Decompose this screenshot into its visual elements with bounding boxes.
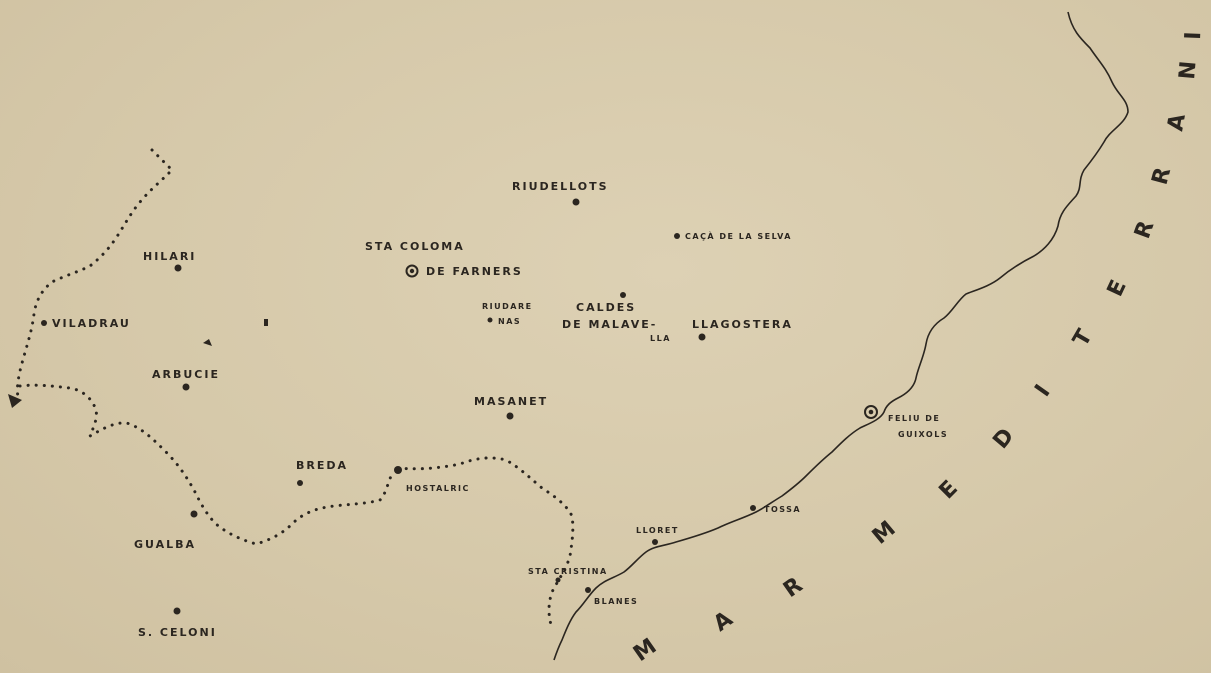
label-sant-feliu-2: GUIXOLS bbox=[898, 430, 948, 439]
label-hostalric: HOSTALRIC bbox=[406, 484, 470, 493]
town-dot-gualba bbox=[190, 510, 198, 518]
label-sta-cristina: STA CRISTINA bbox=[528, 567, 608, 576]
town-dot-viladrau bbox=[41, 320, 47, 326]
town-dot-arbucies bbox=[182, 383, 190, 391]
label-sant-feliu-1: FELIU DE bbox=[888, 414, 940, 423]
label-caldes-3: LLA bbox=[650, 334, 671, 343]
town-dot-hostalric bbox=[394, 466, 402, 474]
sea-letter-4: M bbox=[868, 516, 901, 549]
label-caldes-1: CALDES bbox=[576, 301, 636, 314]
label-sant-hilari: HILARI bbox=[143, 250, 196, 263]
town-dot-tossa bbox=[750, 505, 756, 511]
sea-letter-7: I bbox=[1030, 380, 1055, 401]
town-symbol-sant-feliu bbox=[864, 405, 878, 419]
label-blanes: BLANES bbox=[594, 597, 638, 606]
town-dot-riudarenes bbox=[487, 317, 493, 323]
town-dot-lloret bbox=[652, 539, 658, 545]
sea-letter-1: M bbox=[629, 634, 661, 667]
sea-letter-5: E bbox=[935, 476, 963, 504]
small-mark bbox=[264, 319, 268, 326]
sea-letter-11: R bbox=[1148, 165, 1177, 188]
label-sta-coloma-2: DE FARNERS bbox=[426, 265, 523, 278]
label-caldes-2: DE MALAVE- bbox=[562, 318, 657, 331]
label-sant-celoni: S. CELONI bbox=[138, 626, 217, 639]
town-symbol-sta-coloma bbox=[405, 264, 419, 278]
label-breda: BREDA bbox=[296, 459, 348, 472]
coastline bbox=[553, 11, 1129, 661]
sea-letter-9: E bbox=[1103, 276, 1132, 300]
sea-letter-14: I bbox=[1181, 31, 1206, 40]
sea-letter-13: N bbox=[1175, 60, 1202, 81]
town-dot-caldes bbox=[620, 292, 626, 298]
label-caca-de-la-selva: CAÇÀ DE LA SELVA bbox=[685, 230, 792, 241]
peak-mark-west bbox=[8, 394, 22, 408]
town-dot-sant-feliu bbox=[868, 409, 874, 415]
peak-mark-montseny bbox=[203, 339, 212, 346]
town-dot-sta-coloma bbox=[409, 268, 415, 274]
label-masanet: MASANET bbox=[474, 395, 548, 408]
town-dot-riudellots bbox=[572, 198, 580, 206]
town-dot-sta-cristina bbox=[555, 577, 561, 583]
sea-label: M A R M E D I T E R R A N I bbox=[629, 31, 1206, 667]
town-dot-caca-de-la-selva bbox=[674, 233, 680, 239]
label-arbucies: ARBUCIE bbox=[152, 368, 220, 381]
sea-letter-6: D bbox=[988, 424, 1019, 454]
town-dot-blanes bbox=[585, 587, 591, 593]
sea-letter-2: A bbox=[709, 607, 737, 637]
sea-letter-3: R bbox=[779, 573, 807, 603]
label-gualba: GUALBA bbox=[134, 538, 196, 551]
town-dot-masanet bbox=[506, 412, 514, 420]
label-sta-coloma-1: STA COLOMA bbox=[365, 240, 465, 253]
label-lloret: LLORET bbox=[636, 526, 679, 535]
town-dot-sant-celoni bbox=[173, 607, 181, 615]
boundary-north-west bbox=[16, 148, 175, 400]
label-riudarenes-1: RIUDARE bbox=[482, 302, 533, 311]
sea-letter-12: A bbox=[1163, 112, 1191, 133]
sea-letter-10: R bbox=[1130, 218, 1159, 243]
town-dot-sant-hilari bbox=[174, 264, 182, 272]
sea-letter-8: T bbox=[1069, 325, 1098, 351]
town-dot-llagostera bbox=[698, 333, 706, 341]
label-llagostera: LLAGOSTERA bbox=[692, 318, 793, 331]
label-riudarenes-2: NAS bbox=[498, 317, 521, 326]
town-dot-breda bbox=[297, 480, 303, 486]
label-riudellots: RIUDELLOTS bbox=[512, 180, 609, 193]
label-tossa: TOSSA bbox=[764, 505, 801, 514]
label-viladrau: VILADRAU bbox=[52, 317, 131, 330]
